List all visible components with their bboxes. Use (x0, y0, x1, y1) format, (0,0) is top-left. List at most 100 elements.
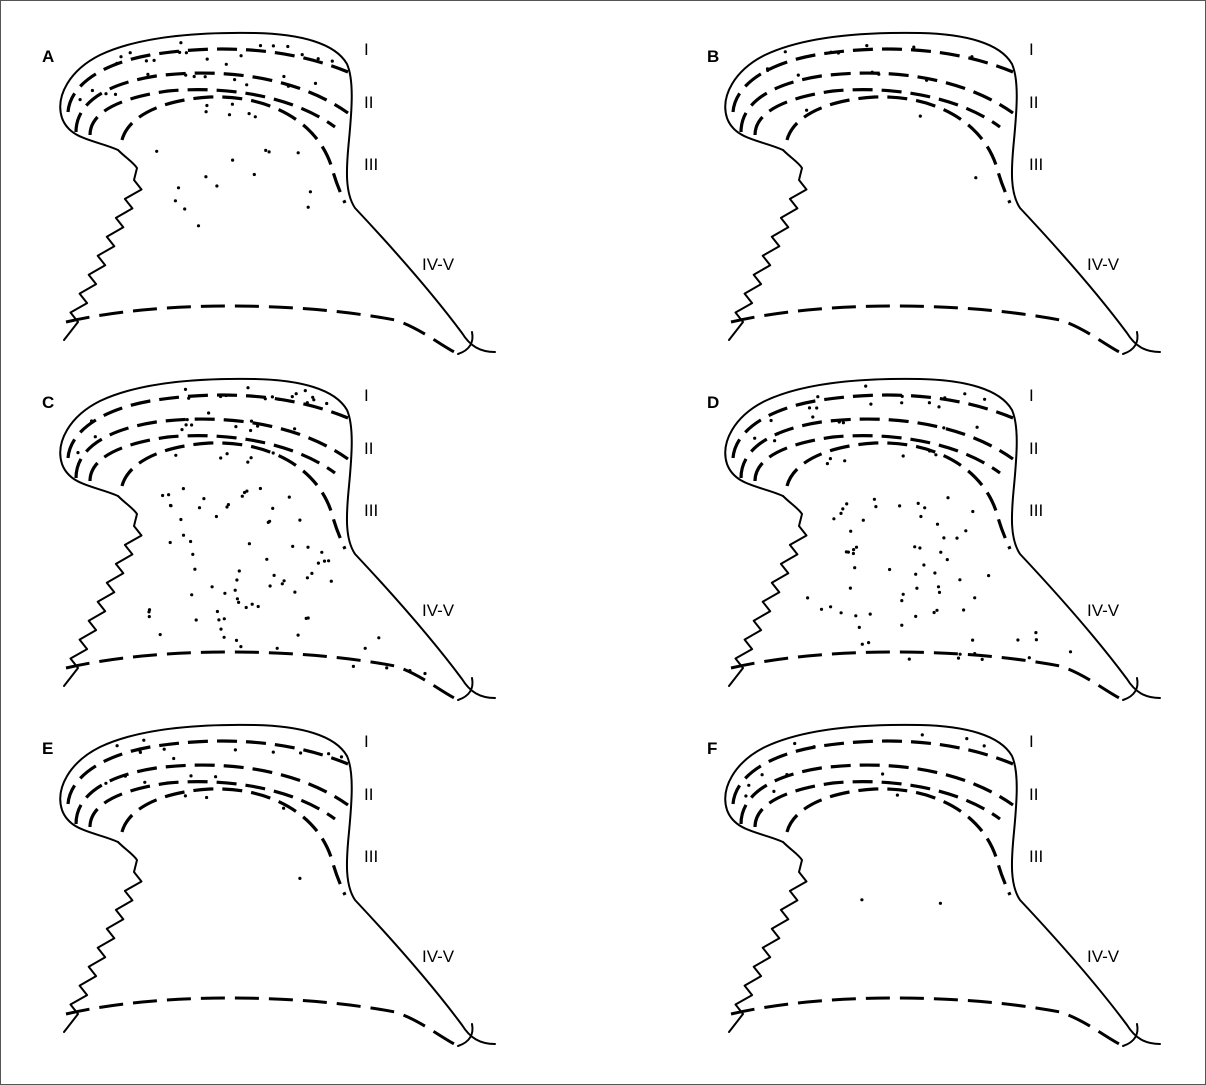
labelled-neuron-dot (183, 207, 186, 210)
labelled-neuron-dot (914, 573, 917, 576)
labelled-neuron-dot (408, 669, 411, 672)
labelled-neuron-dot (226, 452, 229, 455)
labelled-neuron-dot (268, 520, 271, 523)
labelled-neuron-dot (964, 529, 967, 532)
lamina-label-3: III (1029, 155, 1043, 174)
labelled-neuron-dot (888, 568, 891, 571)
lamina-label-3: III (1029, 501, 1043, 520)
labelled-neuron-dot (178, 51, 181, 54)
lamina-boundary-base (66, 652, 458, 700)
labelled-neuron-dot (90, 419, 93, 422)
labelled-neuron-dot (163, 748, 166, 751)
labelled-neuron-dot (837, 51, 840, 54)
labelled-neuron-dot (971, 510, 974, 513)
labelled-neuron-dot (946, 496, 949, 499)
labelled-neuron-dot (970, 55, 973, 58)
labelled-neuron-dot (873, 498, 876, 501)
labelled-neuron-dot (981, 658, 984, 661)
labelled-neuron-dot (423, 672, 426, 675)
labelled-neuron-dot (902, 454, 905, 457)
labelled-neuron-dot (249, 429, 252, 432)
labelled-neuron-dot (246, 461, 249, 464)
dorsal-horn-outline (725, 33, 1160, 352)
lamina-label-2: II (1029, 439, 1038, 458)
labelled-neuron-dot (233, 78, 236, 81)
labelled-neuron-dot (959, 653, 962, 656)
lamina-label-2: II (1029, 785, 1038, 804)
labelled-neuron-dot (257, 605, 260, 608)
labelled-neuron-dot (256, 425, 259, 428)
labelled-neuron-dot (219, 395, 222, 398)
labelled-neuron-dot (116, 744, 119, 747)
labelled-neuron-dot (983, 398, 986, 401)
lamina-label-4: IV-V (422, 255, 455, 274)
labelled-neuron-dot (298, 519, 301, 522)
labelled-neuron-dot (938, 591, 941, 594)
labelled-neuron-dot (784, 50, 787, 53)
labelled-neuron-dot (1016, 638, 1019, 641)
labelled-neuron-dot (815, 406, 818, 409)
labelled-neuron-dot (228, 113, 231, 116)
labelled-neuron-dot (971, 639, 974, 642)
lamina-label-4: IV-V (422, 947, 455, 966)
lamina-boundary-1 (68, 741, 348, 804)
labelled-neuron-dot (223, 617, 226, 620)
medial-border-wavy (64, 842, 142, 1032)
labelled-neuron-dot (845, 502, 848, 505)
labelled-neuron-dot (217, 618, 220, 621)
lamina-boundary-1 (733, 395, 1013, 458)
labelled-neuron-dot (219, 628, 222, 631)
labelled-neuron-dot (245, 83, 248, 86)
labelled-neuron-dot (820, 608, 823, 611)
labelled-neuron-dot (291, 395, 294, 398)
labelled-neuron-dot (240, 54, 243, 57)
labelled-neuron-dot (314, 82, 317, 85)
labelled-neuron-dot (900, 624, 903, 627)
labelled-neuron-dot (816, 395, 819, 398)
labelled-neuron-dot (238, 569, 241, 572)
labelled-neuron-dot (297, 634, 300, 637)
labelled-neuron-dot (933, 571, 936, 574)
labelled-neuron-dot (881, 772, 884, 775)
labelled-neuron-dot (832, 517, 835, 520)
labelled-neuron-dot (139, 751, 142, 754)
labelled-neuron-dot (187, 397, 190, 400)
labelled-neuron-dot (935, 609, 938, 612)
labelled-neuron-dot (766, 69, 769, 72)
lamina-label-3: III (364, 155, 378, 174)
labelled-neuron-dot (169, 541, 172, 544)
lamina-label-1: I (1029, 40, 1034, 59)
labelled-neuron-dot (744, 794, 747, 797)
labelled-neuron-dot (858, 626, 861, 629)
lamina-label-1: I (364, 386, 369, 405)
labelled-neuron-dot (908, 658, 911, 661)
labelled-neuron-dot (826, 462, 829, 465)
labelled-neuron-dot (180, 428, 183, 431)
labelled-neuron-dot (841, 507, 844, 510)
labelled-neuron-dot (277, 398, 280, 401)
labelled-neuron-dot (923, 506, 926, 509)
labelled-neuron-dot (288, 496, 291, 499)
labelled-neuron-dot (304, 389, 307, 392)
panel-letter: B (707, 47, 719, 66)
labelled-neuron-dot (245, 606, 248, 609)
labelled-neuron-dot (293, 591, 296, 594)
labelled-neuron-dot (939, 902, 942, 905)
lamina-label-1: I (1029, 732, 1034, 751)
labelled-neuron-dot (205, 796, 208, 799)
medial-border-wavy (729, 496, 807, 686)
panel-d: DIIIIIIIV-V (707, 379, 1160, 700)
labelled-neuron-dot (186, 418, 189, 421)
labelled-neuron-dot (282, 75, 285, 78)
labelled-neuron-dot (104, 782, 107, 785)
labelled-neuron-dot (842, 421, 845, 424)
labelled-neuron-dot (852, 552, 855, 555)
panel-f: FIIIIIIIV-V (707, 725, 1160, 1046)
lamina-label-3: III (364, 501, 378, 520)
labelled-neuron-dot (306, 546, 309, 549)
labelled-neuron-dot (142, 739, 145, 742)
lamina-label-2: II (364, 785, 373, 804)
labelled-neuron-dot (239, 645, 242, 648)
labelled-neuron-dot (976, 426, 979, 429)
labelled-neuron-dot (845, 550, 848, 553)
